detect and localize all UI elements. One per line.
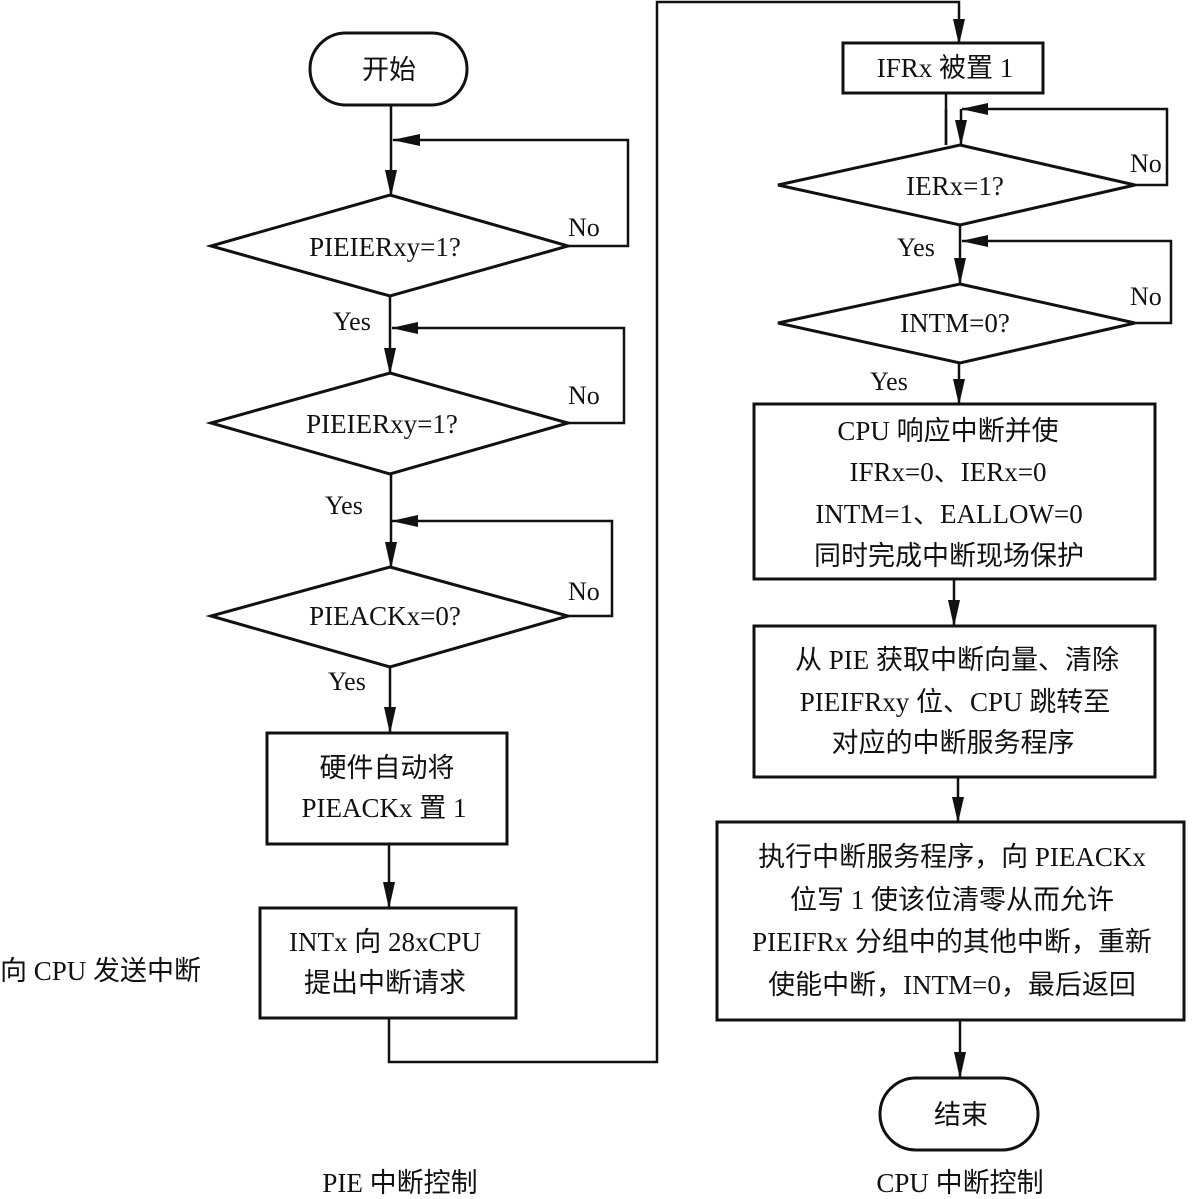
arrow-down-icon	[954, 258, 966, 285]
cpu-process-4-line-3: PIEIFRx 分组中的其他中断，重新	[752, 927, 1152, 957]
arrow-down-icon	[954, 1052, 966, 1079]
cpu-decision-2-label: INTM=0?	[900, 308, 1010, 338]
no-label-intm: No	[1130, 282, 1162, 311]
start-terminator	[308, 31, 469, 107]
arrow-down-icon	[383, 882, 395, 909]
cpu-process-2-line-3: INTM=1、EALLOW=0	[815, 499, 1082, 529]
process-2-line-1: INTx 向 28xCPU	[289, 927, 481, 957]
end-label: 结束	[934, 1100, 988, 1130]
cpu-decision-1-label: IERx=1?	[906, 171, 1004, 201]
cpu-process-3-line-3: 对应的中断服务程序	[832, 728, 1075, 758]
process-hardware-set-pieackx	[265, 731, 509, 846]
no-loop-ierx	[962, 107, 1169, 187]
no-label-ierx: No	[1130, 149, 1162, 178]
arrow-down-icon	[384, 348, 396, 375]
arrow-left-icon	[391, 322, 418, 334]
cpu-process-2-line-1: CPU 响应中断并使	[837, 416, 1058, 446]
arrow-left-icon	[392, 134, 420, 146]
arrow-down-icon	[948, 600, 960, 627]
yes-label-intm: Yes	[870, 367, 908, 396]
cpu-process-2-line-4: 同时完成中断现场保护	[814, 541, 1084, 571]
process-1-line-2: PIEACKx 置 1	[301, 793, 466, 823]
start-label: 开始	[362, 55, 416, 85]
arrow-down-icon	[953, 19, 965, 45]
connector-pie-to-cpu	[387, 0, 961, 1064]
process-2-line-2: 提出中断请求	[304, 968, 466, 998]
yes-label-1: Yes	[333, 307, 371, 336]
arrow-down-icon	[955, 120, 967, 146]
no-loop-3	[392, 519, 614, 618]
decision-1-label: PIEIERxy=1?	[309, 232, 461, 262]
decision-2-label: PIEIERxy=1?	[306, 409, 458, 439]
process-1-line-1: 硬件自动将	[320, 753, 455, 783]
cpu-interrupt-control-flow: IFRx 被置 1 IERx=1? No Yes INTM=0? No Yes …	[715, 41, 1186, 1198]
cpu-process-4-line-4: 使能中断，INTM=0，最后返回	[768, 970, 1136, 1000]
no-loop-intm	[962, 239, 1173, 325]
arrow-left-icon	[961, 103, 988, 115]
yes-label-2: Yes	[325, 491, 363, 520]
process-intx-request	[258, 906, 518, 1020]
no-loop-1	[393, 138, 630, 248]
arrow-left-icon	[961, 235, 988, 247]
no-loop-2	[392, 326, 626, 425]
yes-label-3: Yes	[328, 667, 366, 696]
cpu-section-caption: CPU 中断控制	[876, 1168, 1043, 1198]
process-execute-isr	[715, 820, 1186, 1022]
arrow-down-icon	[952, 797, 964, 823]
process-ifrx-set	[841, 41, 1045, 95]
cpu-process-3-line-2: PIEIFRxy 位、CPU 跳转至	[800, 687, 1111, 717]
yes-label-ierx: Yes	[897, 233, 935, 262]
arrow-down-icon	[385, 542, 397, 569]
cpu-process-2-line-2: IFRx=0、IERx=0	[850, 457, 1047, 487]
arrow-left-icon	[391, 515, 418, 527]
arrow-down-icon	[385, 170, 397, 197]
side-note-send-to-cpu: 向 CPU 发送中断	[0, 956, 201, 986]
no-label-3: No	[568, 577, 600, 606]
cpu-process-4-line-1: 执行中断服务程序，向 PIEACKx	[758, 842, 1146, 872]
end-terminator	[878, 1076, 1040, 1152]
decision-3-label: PIEACKx=0?	[309, 601, 461, 631]
no-label-2: No	[568, 381, 600, 410]
pie-interrupt-control-flow: 开始 PIEIERxy=1? No Yes PIEIERxy=1? No Yes…	[0, 0, 965, 1198]
pie-section-caption: PIE 中断控制	[322, 1168, 477, 1198]
process-fetch-vector	[752, 624, 1157, 779]
arrow-down-icon	[384, 707, 396, 734]
cpu-process-4-line-2: 位写 1 使该位清零从而允许	[790, 885, 1114, 915]
no-label-1: No	[568, 213, 600, 242]
cpu-process-1-label: IFRx 被置 1	[877, 53, 1014, 83]
arrow-down-icon	[953, 379, 965, 405]
cpu-process-3-line-1: 从 PIE 获取中断向量、清除	[795, 645, 1119, 675]
